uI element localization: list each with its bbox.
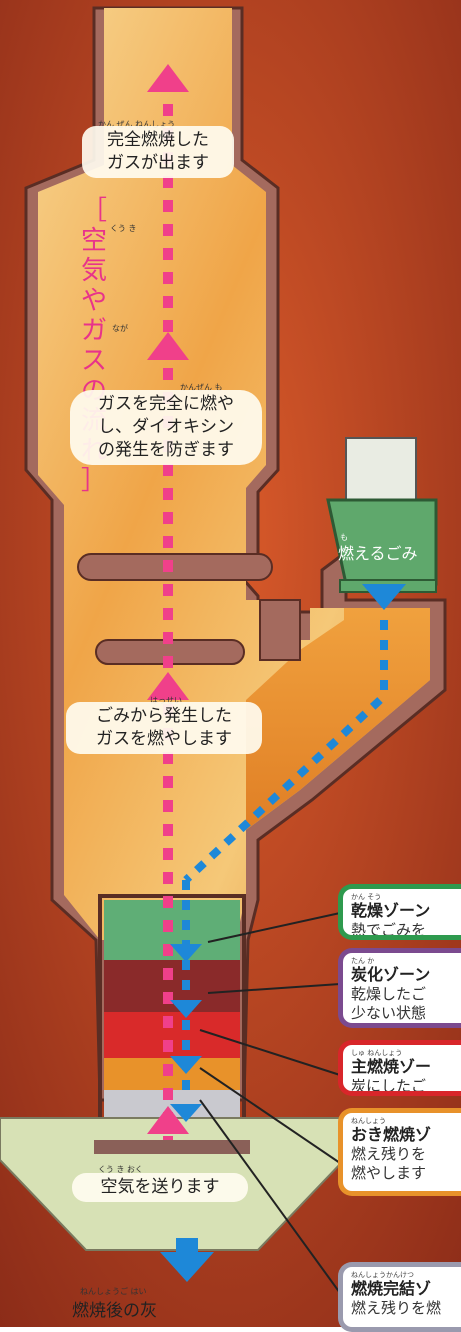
middle-label: ガスを完全に燃や し、ダイオキシン の発生を防ぎます bbox=[70, 390, 262, 465]
zone-oki: ねんしょう おき燃焼ゾ 燃え残りを 燃やします bbox=[338, 1108, 461, 1196]
garbage-arrowhead-3 bbox=[170, 1000, 202, 1018]
zone-oki-title: おき燃焼ゾ bbox=[351, 1125, 432, 1144]
flow-arrowhead-1 bbox=[147, 64, 189, 92]
burnable-ruby: も bbox=[340, 533, 348, 542]
garbage-arrowhead-4 bbox=[170, 1056, 202, 1074]
zone-oki-ruby: ねんしょう bbox=[351, 1117, 386, 1125]
ash-label: 燃焼後の灰 bbox=[72, 1301, 157, 1321]
zone-carbon-desc-2: 少ない状態 bbox=[351, 1004, 427, 1022]
garbage-arrowhead-5 bbox=[170, 1104, 202, 1122]
chute-top bbox=[345, 437, 417, 509]
zone-oki-desc-2: 燃やします bbox=[351, 1164, 427, 1182]
zone-end-ruby: ねんしょうかんけつ bbox=[351, 1271, 414, 1279]
zone-oki-desc-1: 燃え残りを bbox=[351, 1145, 427, 1163]
top-label: 完全燃焼した ガスが出ます bbox=[82, 126, 234, 178]
vertical-char: ［ bbox=[80, 196, 107, 226]
zone-dry-title: 乾燥ゾーン bbox=[351, 901, 431, 920]
zone-main-title: 主燃焼ゾー bbox=[351, 1057, 432, 1076]
zone-dry: かん そう 乾燥ゾーン 熱でごみを bbox=[338, 884, 461, 940]
zone-dry-desc: 熱でごみを bbox=[351, 921, 427, 939]
flow-arrowhead-3 bbox=[147, 672, 189, 700]
air-label-text: 空気を送ります bbox=[100, 1177, 220, 1197]
zone-carbon-ruby: たん か bbox=[351, 957, 375, 965]
zone-end-desc: 燃え残りを燃 bbox=[351, 1299, 442, 1317]
lower-label-line2: ガスを燃やします bbox=[96, 729, 232, 749]
zone-carbon-desc-1: 乾燥したご bbox=[351, 985, 427, 1003]
zone-carbon: たん か 炭化ゾーン 乾燥したご 少ない状態 bbox=[338, 948, 461, 1028]
leader-lines bbox=[199, 912, 341, 1294]
layer-carbon bbox=[104, 960, 240, 1012]
lower-label: ごみから発生した ガスを燃やします bbox=[66, 702, 262, 754]
middle-label-line3: の発生を防ぎます bbox=[98, 440, 234, 460]
flow-arrowhead-2 bbox=[147, 332, 189, 360]
zone-main-ruby: しゅ ねんしょう bbox=[351, 1049, 403, 1057]
zone-end: ねんしょうかんけつ 燃焼完結ゾ 燃え残りを燃 bbox=[338, 1262, 461, 1332]
vertical-char: 気 bbox=[80, 256, 107, 286]
grate bbox=[94, 1140, 250, 1154]
top-label-line2: ガスが出ます bbox=[107, 153, 209, 173]
middle-label-line2: し、ダイオキシン bbox=[98, 417, 234, 437]
vertical-ruby-2: なが bbox=[112, 324, 128, 333]
vertical-ruby-1: くう き bbox=[110, 223, 136, 234]
garbage-arrowhead-2 bbox=[170, 944, 202, 962]
middle-label-line1: ガスを完全に燃や bbox=[98, 394, 234, 414]
baffle-1 bbox=[77, 553, 273, 581]
air-label: 空気を送ります bbox=[72, 1173, 248, 1202]
gas-flow-vertical-label: ［ 空 気 や ガ bbox=[78, 196, 110, 346]
garbage-arrowhead bbox=[362, 584, 406, 610]
zone-main-desc: 炭にしたご bbox=[351, 1077, 427, 1095]
air-label-ruby: くう き おく bbox=[98, 1165, 143, 1174]
flow-arrowhead-4 bbox=[147, 1106, 189, 1134]
baffle-right bbox=[259, 599, 301, 661]
zone-dry-ruby: かん そう bbox=[351, 893, 382, 901]
ash-arrow bbox=[160, 1238, 214, 1282]
lower-label-ruby: はっせい bbox=[150, 696, 182, 705]
zone-end-title: 燃焼完結ゾ bbox=[351, 1279, 432, 1298]
top-label-ruby: かん ぜん ねんしょう bbox=[98, 120, 176, 129]
vertical-char: ス bbox=[80, 346, 107, 376]
top-label-line1: 完全燃焼した bbox=[107, 130, 209, 150]
vertical-char: 空 bbox=[80, 226, 107, 256]
zone-carbon-title: 炭化ゾーン bbox=[351, 965, 431, 984]
burnable-garbage-label: 燃えるごみ bbox=[338, 544, 418, 563]
garbage-path-2 bbox=[183, 697, 383, 883]
vertical-char: ］ bbox=[80, 466, 107, 496]
vertical-char: ガ bbox=[80, 316, 107, 346]
vertical-char: や bbox=[80, 286, 107, 316]
middle-label-ruby: かんぜん も bbox=[180, 383, 223, 392]
zone-main: しゅ ねんしょう 主燃焼ゾー 炭にしたご bbox=[338, 1040, 461, 1096]
ash-label-ruby: ねんしょうご はい bbox=[80, 1287, 147, 1296]
lower-label-line1: ごみから発生した bbox=[96, 706, 232, 726]
